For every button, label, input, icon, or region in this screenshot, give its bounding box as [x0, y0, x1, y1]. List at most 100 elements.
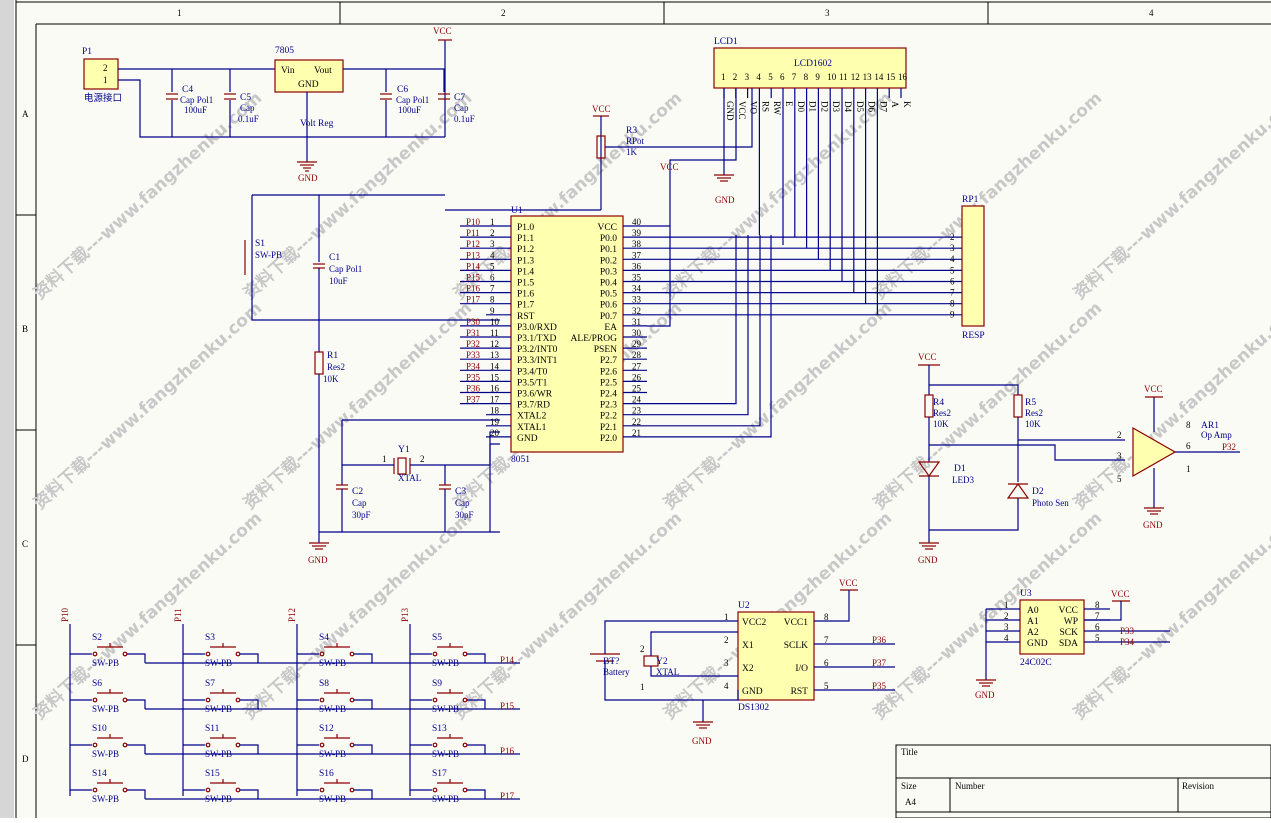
- rtc-net-label: P36: [872, 635, 887, 645]
- mcu-pin-name: P3.4/T0: [517, 367, 548, 377]
- switch-contact: [122, 742, 128, 748]
- lcd-pin-name: D4: [843, 101, 853, 112]
- eeprom-pin-number: 6: [1095, 622, 1100, 632]
- switch-contact: [349, 742, 355, 748]
- c2-value: 30pF: [352, 510, 371, 520]
- switch-contact: [319, 651, 325, 657]
- revision-label: Revision: [1182, 781, 1215, 791]
- regulator-7805: [274, 59, 344, 93]
- r3-type: RPot: [626, 136, 645, 146]
- y2-pin1: 1: [640, 682, 645, 692]
- rtc-pins: 1VCC22X13X24GND8VCC17SCLKP366I/OP375RSTP…: [724, 612, 895, 697]
- rtc-pin-number: 3: [724, 658, 729, 668]
- mcu-pin-number: 32: [632, 306, 641, 316]
- c2-designator: C2: [352, 487, 363, 497]
- mcu-net-label: P15: [466, 273, 481, 283]
- eeprom-pin-name: GND: [1027, 639, 1048, 649]
- mcu-pin-number: 3: [490, 239, 495, 249]
- lcd-pin-name: D0: [796, 101, 806, 112]
- r4-value: 10K: [933, 419, 949, 429]
- switch-contact: [432, 787, 438, 793]
- keypad-row-net: P17: [500, 791, 515, 801]
- ar1-pin1: 1: [1186, 464, 1191, 474]
- mcu-net-label: P36: [466, 384, 481, 394]
- y2-designator: Y2: [656, 657, 668, 667]
- eeprom-pin-name: SDA: [1059, 639, 1078, 649]
- switch-contact: [122, 697, 128, 703]
- lcd-pin-number: 16: [898, 72, 908, 82]
- mcu-pin-name: P0.6: [600, 301, 617, 311]
- lcd-pin-name: D7: [878, 101, 888, 112]
- lcd-pin-number: 9: [815, 72, 820, 82]
- vcc-label-sensor: VCC: [918, 352, 937, 362]
- c5-type: Cap: [240, 103, 255, 113]
- keypad-switch-type: SW-PB: [92, 658, 119, 668]
- mcu-pin-name: RST: [517, 312, 535, 322]
- rtc-pin-name: SCLK: [784, 641, 808, 651]
- keypad-switch-designator: S17: [432, 769, 447, 779]
- lcd-pin-number: 1: [721, 72, 726, 82]
- eeprom-pin-name: WP: [1064, 617, 1078, 627]
- mcu-pin-name: P3.7/RD: [517, 401, 550, 411]
- ar1-pin3: 3: [1117, 451, 1122, 461]
- lcd-designator: LCD1: [714, 37, 738, 47]
- bt-type: Battery: [603, 667, 630, 677]
- ar1-net-p32: P32: [1222, 442, 1236, 452]
- mcu-pin-name: P0.7: [600, 312, 617, 322]
- rp1-pin-number: 6: [950, 276, 955, 286]
- switch-contact: [92, 742, 98, 748]
- gnd-label-eeprom: GND: [975, 690, 995, 700]
- mcu-8051: U1 8051 1P1.0P102P1.1P113P1.2P124P1.3P13…: [460, 206, 962, 465]
- vcc-label-mcu: VCC: [660, 162, 679, 172]
- mcu-pin-number: 2: [490, 228, 495, 238]
- lcd-pin-number: 5: [768, 72, 773, 82]
- mcu-pin-name: PSEN: [594, 345, 617, 355]
- title-block: Title Size A4 Number Revision: [895, 744, 1271, 819]
- vcc-label-opamp: VCC: [1144, 384, 1163, 394]
- mcu-pin-number: 36: [632, 261, 642, 271]
- keypad-switch-designator: S6: [92, 679, 102, 689]
- ar1-designator: AR1: [1201, 421, 1219, 431]
- u2-part: DS1302: [738, 703, 769, 713]
- mcu-pin-number: 1: [490, 217, 495, 227]
- bt-designator: BT?: [603, 657, 619, 667]
- mcu-pin-number: 14: [490, 361, 500, 371]
- switch-contact: [432, 651, 438, 657]
- frame-col-4: 4: [1149, 8, 1154, 18]
- switch-contact: [319, 742, 325, 748]
- mcu-pin-number: 20: [490, 428, 500, 438]
- y1-crystal: [397, 457, 407, 475]
- lcd-pin-name: D1: [808, 101, 818, 112]
- lcd-pin-number: 10: [827, 72, 837, 82]
- rp1-pin-number: 5: [950, 265, 955, 275]
- mcu-pin-name: P1.6: [517, 290, 534, 300]
- rtc-pin-number: 8: [824, 612, 829, 622]
- p1-pin1: 1: [103, 75, 108, 85]
- lcd-pin-name: D3: [831, 101, 841, 112]
- keypad-switch-type: SW-PB: [432, 704, 459, 714]
- keypad-switch-type: SW-PB: [205, 794, 232, 804]
- lcd-pin-number: 3: [745, 72, 750, 82]
- lcd-section: LCD1 LCD1602 1GND2VCC3VO4RS5RW6E7D08D19D…: [445, 37, 912, 315]
- lcd-pin-name: D2: [819, 101, 829, 112]
- d2-designator: D2: [1032, 487, 1044, 497]
- lcd-pin-number: 8: [804, 72, 809, 82]
- switch-contact: [122, 787, 128, 793]
- mcu-pin-name: ALE/PROG: [571, 334, 618, 344]
- mcu-net-label: P32: [466, 339, 480, 349]
- mcu-pin-name: P2.0: [600, 434, 617, 444]
- mcu-pin-number: 34: [632, 284, 642, 294]
- mcu-pin-name: P1.3: [517, 256, 534, 266]
- c5-designator: C5: [240, 93, 251, 103]
- keypad-switch-designator: S7: [205, 679, 215, 689]
- power-supply: P1 2 1 电源接口 7805 Vin Vout GND Volt Reg V…: [82, 26, 475, 183]
- c6-value: 100uF: [398, 105, 421, 115]
- mcu-pin-number: 19: [490, 417, 500, 427]
- switch-contact: [235, 742, 241, 748]
